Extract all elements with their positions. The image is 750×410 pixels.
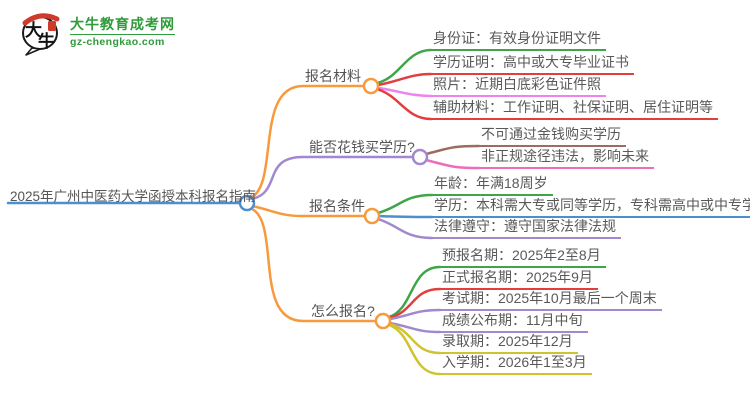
svg-text:牛: 牛 [38, 31, 55, 52]
leaf-id-card[interactable]: 身份证：有效身份证明文件 [428, 30, 606, 51]
leaf-illegal-warning[interactable]: 非正规途径违法，影响未来 [476, 148, 654, 169]
leaf-admission[interactable]: 录取期：2025年12月 [437, 333, 578, 354]
leaf-pre-registration[interactable]: 预报名期：2025年2至8月 [437, 247, 606, 268]
leaf-enrollment[interactable]: 入学期：2026年1至3月 [437, 354, 592, 375]
logo-divider [70, 34, 175, 35]
leaf-exam-period[interactable]: 考试期：2025年10月最后一个周末 [437, 290, 662, 311]
root-topic[interactable]: 2025年广州中医药大学函授本科报名指南 [10, 189, 257, 204]
site-name: 大牛教育成考网 [70, 16, 175, 32]
site-url: gz-chengkao.com [70, 36, 165, 48]
leaf-official-registration[interactable]: 正式报名期：2025年9月 [437, 269, 598, 290]
daniu-logo-icon: 大 牛 [22, 13, 60, 56]
site-logo[interactable]: 大 牛 大牛教育成考网 gz-chengkao.com [18, 8, 175, 56]
leaf-photo[interactable]: 照片：近期白底彩色证件照 [428, 76, 606, 97]
leaf-age[interactable]: 年龄：年满18周岁 [429, 175, 553, 196]
branch-buy-degree[interactable]: 能否花钱买学历? [309, 139, 415, 155]
branch-materials[interactable]: 报名材料 [305, 68, 361, 84]
leaf-diploma[interactable]: 学历证明：高中或大专毕业证书 [428, 54, 634, 75]
branch-conditions[interactable]: 报名条件 [309, 198, 365, 214]
leaf-education[interactable]: 学历：本科需大专或同等学历，专科需高中或中专学历 [429, 197, 750, 218]
leaf-no-buying[interactable]: 不可通过金钱购买学历 [476, 126, 626, 147]
branch-how-to-apply[interactable]: 怎么报名? [311, 303, 375, 319]
leaf-supporting-docs[interactable]: 辅助材料：工作证明、社保证明、居住证明等 [428, 99, 718, 120]
svg-text:大: 大 [25, 20, 42, 41]
leaf-results[interactable]: 成绩公布期：11月中旬 [437, 312, 588, 333]
leaf-law[interactable]: 法律遵守：遵守国家法律法规 [429, 218, 621, 239]
